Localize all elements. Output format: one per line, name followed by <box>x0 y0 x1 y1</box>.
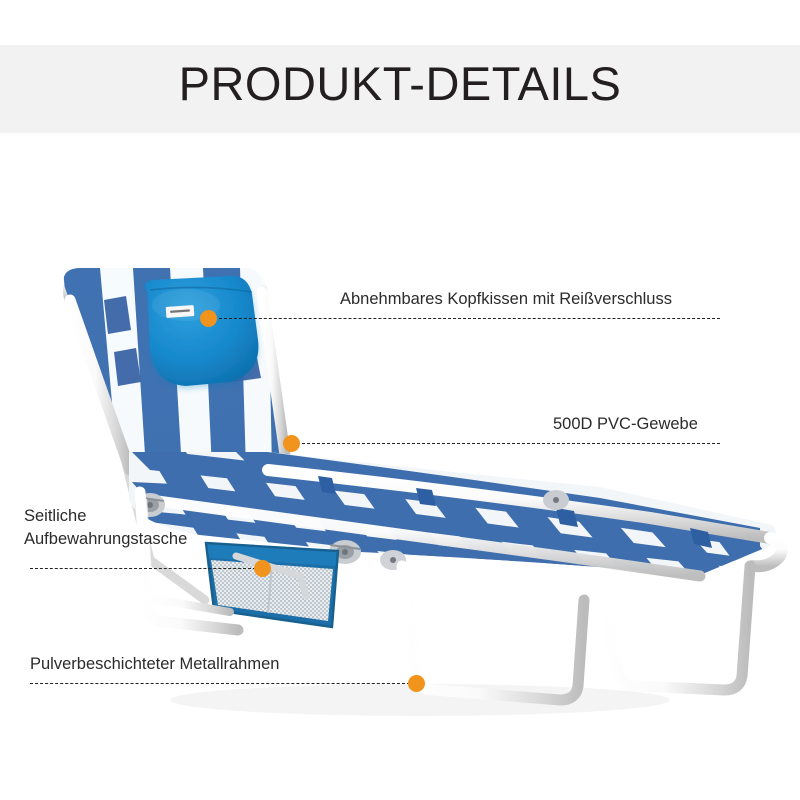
ground-shadow <box>170 684 670 716</box>
page-title: PRODUKT-DETAILS <box>178 57 622 110</box>
callout-pocket-dot[interactable] <box>254 560 271 577</box>
leg-front-u-2 <box>594 560 756 696</box>
callout-pillow-dot[interactable] <box>200 310 217 327</box>
headrest-pillow <box>144 276 259 386</box>
pocket-top-band <box>206 543 338 566</box>
leg-front-u-1 <box>396 560 590 706</box>
callout-pocket-leader <box>30 568 256 569</box>
legrest-end-cap <box>746 532 788 573</box>
leg-brace <box>144 594 234 616</box>
backrest-left-rail <box>64 294 136 476</box>
callout-pocket-label-line-1: Seitliche <box>24 507 87 525</box>
pillow-zipper <box>149 286 253 293</box>
leg-rear-left <box>134 486 244 636</box>
legrest-front-rail <box>262 464 776 544</box>
callout-pillow-leader <box>214 318 720 319</box>
callout-fabric-label: 500D PVC-Gewebe <box>553 415 698 433</box>
backrest-right-rail <box>256 286 292 468</box>
legrest-rear-rail <box>144 494 706 582</box>
callout-frame-label: Pulverbeschichteter Metallrahmen <box>30 655 280 673</box>
side-storage-pocket <box>204 541 340 629</box>
rail-fabric-wraps <box>318 476 712 548</box>
callout-pillow-label: Abnehmbares Kopfkissen mit Reißverschlus… <box>340 290 672 308</box>
callout-fabric-leader <box>297 443 720 444</box>
callout-pocket-label-line-2: Aufbewahrungstasche <box>24 530 188 548</box>
leg-highlights <box>144 498 622 666</box>
header-band <box>0 45 800 133</box>
callout-frame-leader <box>30 683 410 684</box>
callout-frame-dot[interactable] <box>408 675 425 692</box>
callout-fabric-dot[interactable] <box>283 435 300 452</box>
